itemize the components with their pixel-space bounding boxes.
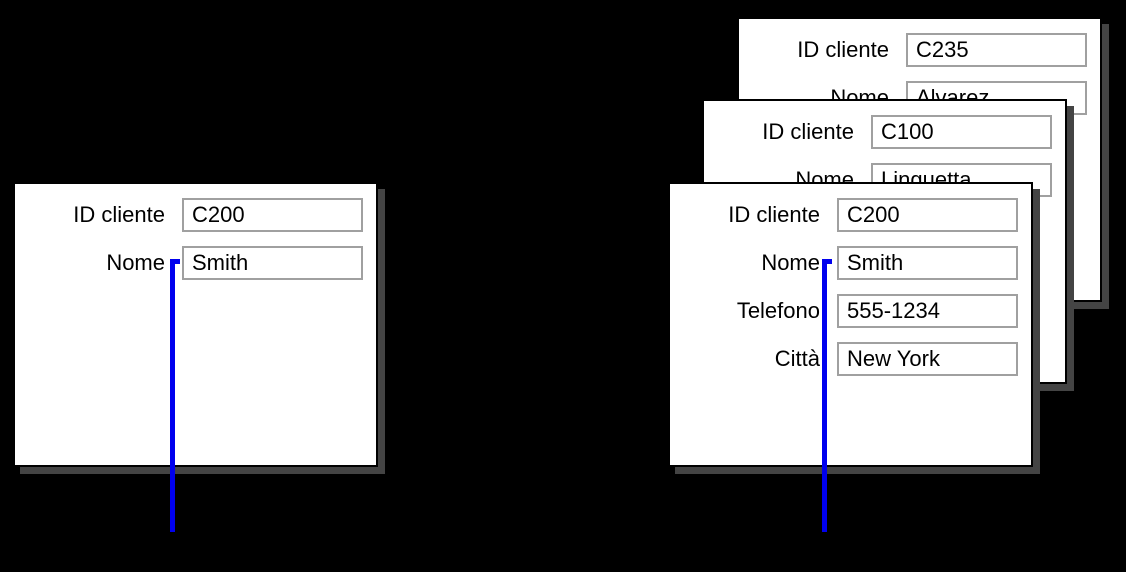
blue-connector-right bbox=[822, 259, 832, 532]
blue-connector-left bbox=[170, 259, 180, 532]
telefono-label: Telefono bbox=[736, 298, 820, 323]
id-cliente-input[interactable]: C200 bbox=[182, 198, 363, 232]
field-row: ID cliente C200 bbox=[15, 198, 376, 232]
customer-form-card-front: ID cliente C200 Nome Smith Telefono 555-… bbox=[668, 182, 1033, 467]
nome-label: Nome bbox=[106, 250, 165, 275]
citta-label: Città bbox=[774, 346, 820, 371]
field-row: Nome Smith bbox=[670, 246, 1031, 280]
field-row: Città New York bbox=[670, 342, 1031, 376]
field-row: Telefono 555-1234 bbox=[670, 294, 1031, 328]
id-cliente-input[interactable]: C235 bbox=[906, 33, 1087, 67]
id-cliente-label: ID cliente bbox=[762, 119, 854, 144]
field-row: ID cliente C100 bbox=[704, 115, 1065, 149]
id-cliente-label: ID cliente bbox=[797, 37, 889, 62]
id-cliente-label: ID cliente bbox=[728, 202, 820, 227]
id-cliente-input[interactable]: C200 bbox=[837, 198, 1018, 232]
nome-label: Nome bbox=[761, 250, 820, 275]
field-row: Nome Smith bbox=[15, 246, 376, 280]
telefono-input[interactable]: 555-1234 bbox=[837, 294, 1018, 328]
customer-form-card-left: ID cliente C200 Nome Smith bbox=[13, 182, 378, 467]
nome-input[interactable]: Smith bbox=[182, 246, 363, 280]
id-cliente-input[interactable]: C100 bbox=[871, 115, 1052, 149]
field-row: ID cliente C200 bbox=[670, 198, 1031, 232]
field-row: ID cliente C235 bbox=[739, 33, 1100, 67]
citta-input[interactable]: New York bbox=[837, 342, 1018, 376]
id-cliente-label: ID cliente bbox=[73, 202, 165, 227]
nome-input[interactable]: Smith bbox=[837, 246, 1018, 280]
